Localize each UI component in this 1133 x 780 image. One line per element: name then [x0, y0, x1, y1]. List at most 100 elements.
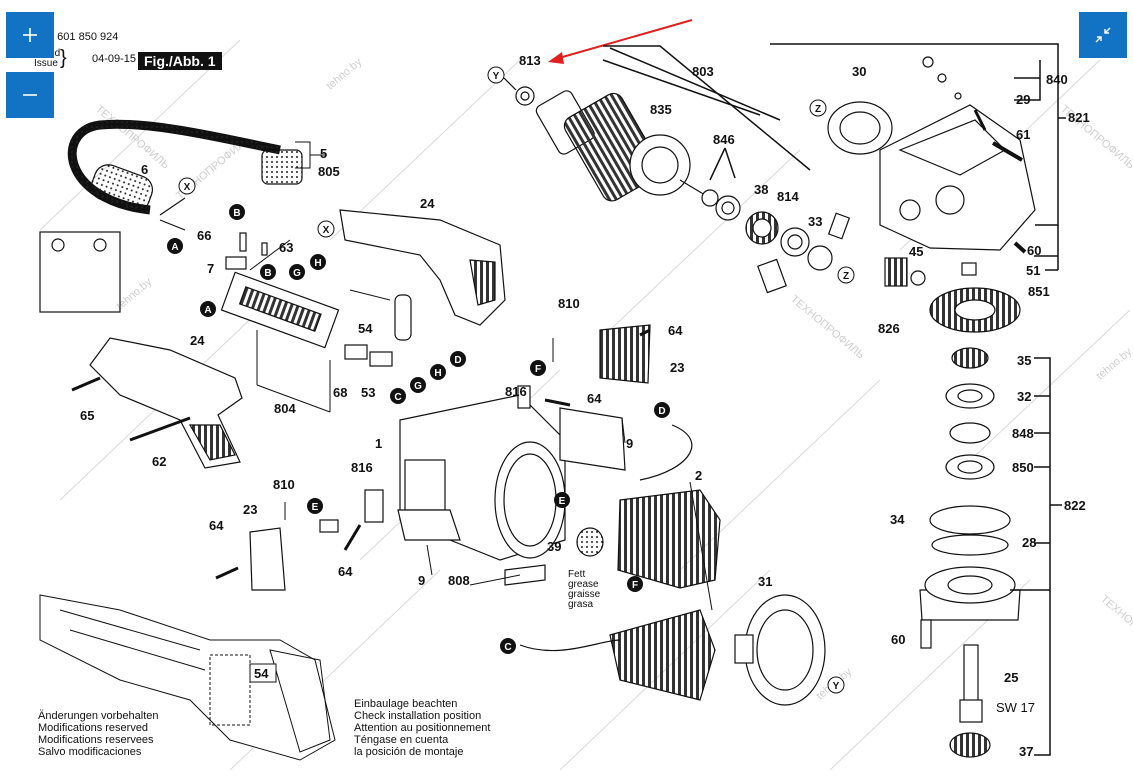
bubble-c-switch: C — [390, 388, 406, 404]
handle-lower — [71, 337, 243, 469]
highlight-arrow — [548, 19, 693, 64]
svg-text:H: H — [434, 368, 441, 379]
label-822: 822 — [1064, 498, 1086, 513]
label-23-upper: 23 — [670, 360, 684, 375]
label-29: 29 — [1016, 92, 1030, 107]
bubble-g-switch: G — [410, 377, 426, 393]
bubble-f-coil: F — [627, 576, 643, 592]
minus-icon — [23, 94, 37, 96]
svg-text:Z: Z — [815, 104, 821, 115]
label-850: 850 — [1012, 460, 1034, 475]
label-821: 821 — [1068, 110, 1090, 125]
install-note-es-1: Téngase en cuenta — [354, 734, 449, 746]
grease-note-fr: graisse — [568, 589, 601, 600]
svg-text:ТЕХНОПРОФИЛЬ: ТЕХНОПРОФИЛЬ — [1098, 593, 1133, 661]
svg-text:D: D — [454, 355, 461, 366]
label-62: 62 — [152, 454, 166, 469]
svg-text:E: E — [312, 502, 319, 513]
label-63: 63 — [279, 240, 293, 255]
install-note-en: Check installation position — [354, 710, 482, 722]
inset-label: 54 — [254, 666, 269, 681]
svg-text:Y: Y — [493, 71, 500, 82]
label-sw17: SW 17 — [996, 700, 1035, 715]
bubble-x-top: X — [178, 177, 196, 195]
inset-tag — [249, 663, 277, 683]
bubble-y-bottom: Y — [827, 676, 845, 694]
label-814: 814 — [777, 189, 799, 204]
install-note-es-2: la posición de montaje — [354, 746, 464, 758]
label-68: 68 — [333, 385, 347, 400]
grease-note-es: grasa — [568, 599, 594, 610]
label-826: 826 — [878, 321, 900, 336]
label-28: 28 — [1022, 535, 1036, 550]
issue-label: Issue — [34, 58, 58, 69]
label-66: 66 — [197, 228, 211, 243]
grease-note-en: grease — [568, 579, 599, 590]
bubble-b-cable: B — [229, 204, 245, 220]
bubble-f-brush: F — [530, 360, 546, 376]
install-note-fr: Attention au positionnement — [354, 722, 491, 734]
modifications-note: Änderungen vorbehalten Modifications res… — [38, 710, 158, 758]
reference-bubbles: Y Z Z X X Y — [178, 66, 855, 694]
svg-text:D: D — [658, 406, 665, 417]
label-64-left: 64 — [209, 518, 224, 533]
mod-note-en: Modifications reserved — [38, 722, 149, 734]
label-38: 38 — [754, 182, 768, 197]
spindle-stack — [919, 347, 1021, 758]
bubble-g-cap: G — [289, 264, 305, 280]
zoom-in-button[interactable] — [6, 12, 54, 58]
svg-text:C: C — [504, 642, 511, 653]
label-840: 840 — [1046, 72, 1068, 87]
label-805: 805 — [318, 164, 340, 179]
svg-text:F: F — [632, 580, 638, 591]
svg-text:X: X — [184, 182, 191, 193]
label-31: 31 — [758, 574, 772, 589]
label-65: 65 — [80, 408, 94, 423]
label-61: 61 — [1016, 127, 1030, 142]
bubble-e-coil: E — [554, 492, 570, 508]
bubble-z-mid: Z — [837, 266, 855, 284]
label-35: 35 — [1017, 353, 1031, 368]
label-60-top: 60 — [1027, 243, 1041, 258]
mod-note-fr: Modifications reservees — [38, 734, 154, 746]
label-2: 2 — [695, 468, 702, 483]
label-30: 30 — [852, 64, 866, 79]
svg-text:A: A — [171, 242, 178, 253]
fit-view-button[interactable] — [1079, 12, 1127, 58]
bubble-h-cap: H — [310, 254, 326, 270]
label-813: 813 — [519, 53, 541, 68]
bubble-h-switch: H — [430, 364, 446, 380]
bubble-z-top: Z — [809, 99, 827, 117]
bubble-b-switch: B — [260, 264, 276, 280]
svg-text:tehno.by: tehno.by — [324, 56, 364, 93]
bubble-a-switch: A — [200, 301, 216, 317]
label-33: 33 — [808, 214, 822, 229]
label-39: 39 — [547, 539, 561, 554]
label-810-upper: 810 — [558, 296, 580, 311]
label-24-lower: 24 — [190, 333, 205, 348]
label-7: 7 — [207, 261, 214, 276]
bracket-lines — [602, 43, 1066, 756]
plus-icon — [23, 28, 37, 42]
label-64-upper: 64 — [668, 323, 683, 338]
part-number: 1 601 850 924 — [48, 31, 119, 43]
svg-text:C: C — [394, 392, 401, 403]
label-1: 1 — [375, 436, 382, 451]
label-835: 835 — [650, 102, 672, 117]
label-9-lower: 9 — [418, 573, 425, 588]
label-45: 45 — [909, 244, 923, 259]
label-848: 848 — [1012, 426, 1034, 441]
grease-note-de: Fett — [568, 569, 586, 580]
label-64-lower: 64 — [338, 564, 353, 579]
label-810-lower: 810 — [273, 477, 295, 492]
zoom-out-button[interactable] — [6, 72, 54, 118]
label-846: 846 — [713, 132, 735, 147]
armature-assembly — [503, 77, 851, 294]
label-851: 851 — [1028, 284, 1050, 299]
label-808: 808 — [448, 573, 470, 588]
label-54: 54 — [358, 321, 373, 336]
grease-note: Fett grease graisse grasa — [568, 570, 600, 610]
bubble-x-handle: X — [317, 220, 335, 238]
svg-text:G: G — [414, 381, 422, 392]
svg-text:B: B — [264, 268, 271, 279]
